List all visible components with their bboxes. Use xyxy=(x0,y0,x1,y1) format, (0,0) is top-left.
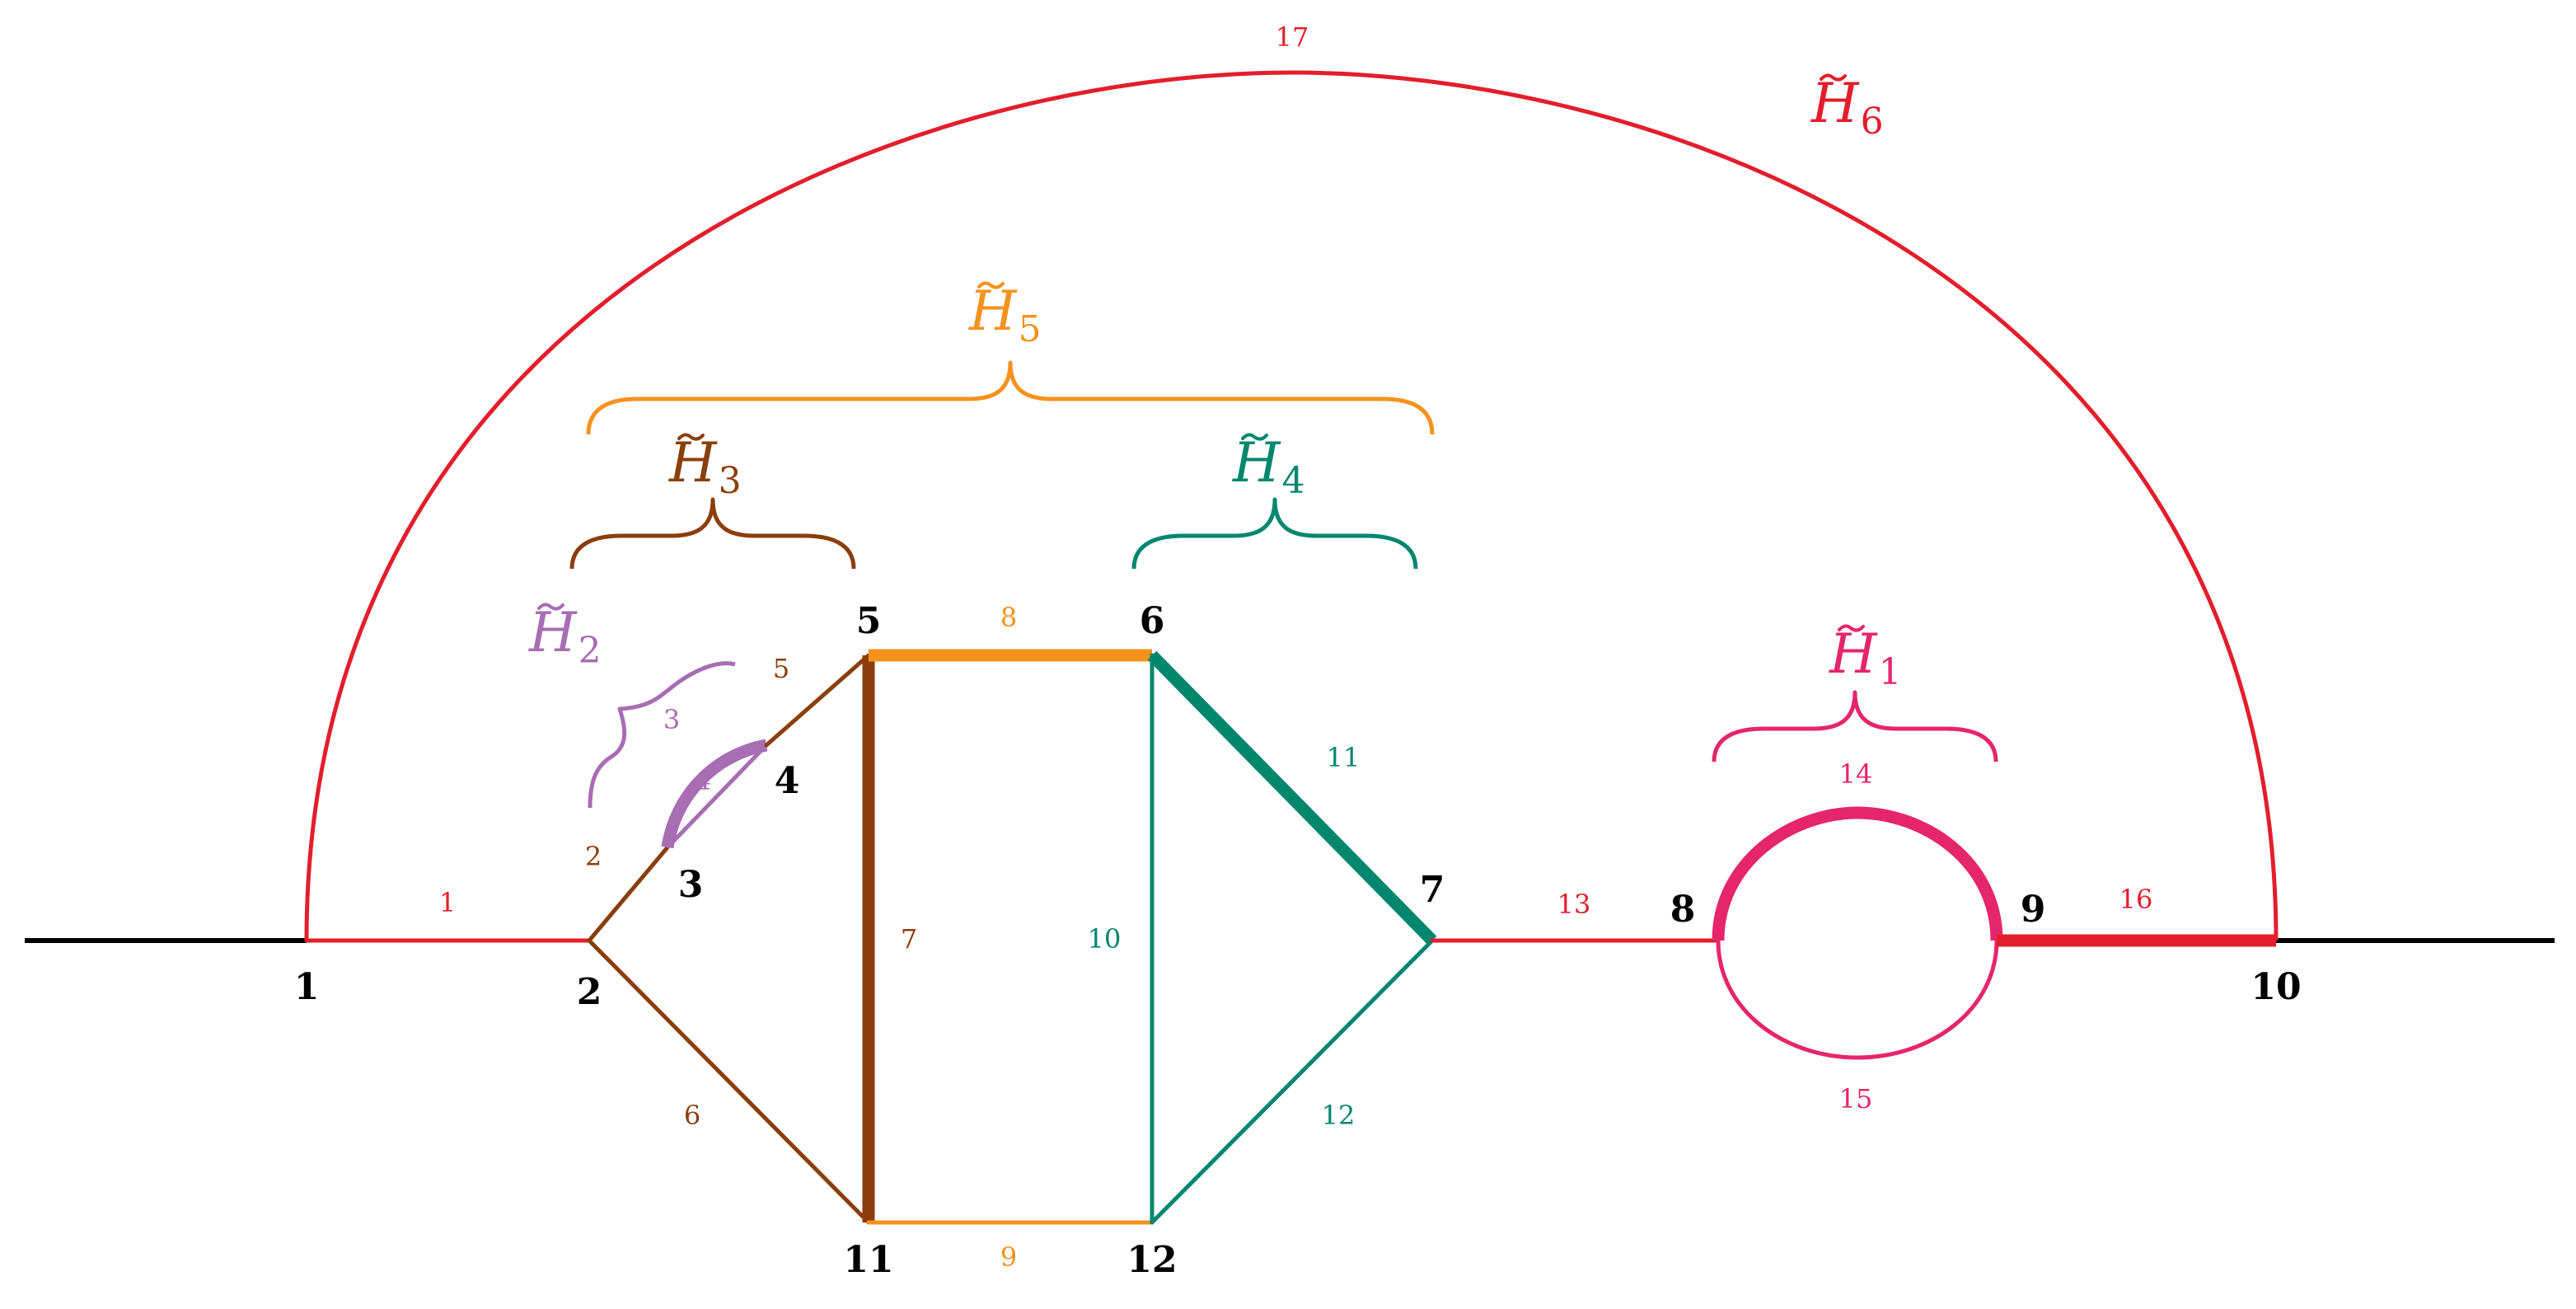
subgraph-label-H5: H5 xyxy=(968,279,1042,350)
vertex-label-6: 6 xyxy=(1140,600,1165,642)
subgraph-label-H2: H2 xyxy=(528,601,602,672)
edge-12 xyxy=(1150,938,1435,1225)
subgraph-label-H1: H1 xyxy=(1829,622,1902,693)
vertex-label-9: 9 xyxy=(2021,889,2046,931)
vertex-label-8: 8 xyxy=(1670,889,1696,931)
vertex-label-3: 3 xyxy=(678,864,704,906)
edge-label-5: 5 xyxy=(773,653,789,684)
vertex-label-1: 1 xyxy=(294,966,320,1008)
subgraph-name-H5: H5 xyxy=(968,279,1042,350)
lines-layer xyxy=(25,70,2555,1225)
edge-label-9: 9 xyxy=(1000,1241,1017,1273)
vertex-label-2: 2 xyxy=(577,971,602,1013)
edge-label-4: 4 xyxy=(695,765,711,796)
brace-H5 xyxy=(586,360,1435,435)
tilde-H5 xyxy=(977,281,1005,289)
brace-H2 xyxy=(588,661,736,809)
tilde-H3 xyxy=(677,433,705,441)
edge-label-1: 1 xyxy=(439,887,456,918)
edge-label-6: 6 xyxy=(684,1100,700,1131)
edge-4 xyxy=(666,744,768,849)
edge-label-15: 15 xyxy=(1839,1083,1873,1114)
vertex-label-7: 7 xyxy=(1420,869,1445,911)
subgraph-label-H6: H6 xyxy=(1810,72,1884,143)
edge-5 xyxy=(764,653,871,748)
tilde-H4 xyxy=(1241,433,1268,441)
edge-label-3: 3 xyxy=(663,704,680,735)
subgraph-name-H1: H1 xyxy=(1829,622,1902,693)
tilde-H1 xyxy=(1838,624,1865,632)
edge-label-16: 16 xyxy=(2119,884,2153,915)
edge-2 xyxy=(587,845,670,943)
edge-label-2: 2 xyxy=(585,841,602,872)
edge-label-7: 7 xyxy=(901,923,917,955)
edge-label-13: 13 xyxy=(1557,889,1591,920)
edge-label-12: 12 xyxy=(1322,1100,1356,1131)
edge-label-11: 11 xyxy=(1327,742,1361,773)
edge-15 xyxy=(1716,940,1999,1060)
vertex-label-4: 4 xyxy=(775,760,800,802)
subgraph-name-H2: H2 xyxy=(528,601,602,672)
edge-label-17: 17 xyxy=(1276,21,1309,53)
vertex-label-12: 12 xyxy=(1126,1239,1177,1281)
subgraph-name-H6: H6 xyxy=(1810,72,1884,143)
vertex-label-11: 11 xyxy=(843,1239,893,1281)
edge-label-8: 8 xyxy=(1000,602,1017,633)
edge-6 xyxy=(587,938,871,1225)
vertex-label-5: 5 xyxy=(856,600,882,642)
subgraph-label-H3: H3 xyxy=(668,431,742,502)
subgraph-name-H4: H4 xyxy=(1232,431,1305,502)
edge-14 xyxy=(1712,806,2003,941)
subgraph-label-H4: H4 xyxy=(1232,431,1305,502)
edge-label-10: 10 xyxy=(1088,923,1122,955)
edge-3 xyxy=(661,739,768,849)
edge-11 xyxy=(1147,650,1437,945)
tilde-H2 xyxy=(537,603,564,611)
brace-H4 xyxy=(1131,497,1418,570)
subgraph-name-H3: H3 xyxy=(668,431,742,502)
tilde-H6 xyxy=(1820,73,1847,82)
vertex-label-10: 10 xyxy=(2250,966,2301,1008)
brace-H1 xyxy=(1712,690,1998,762)
edge-17 xyxy=(304,70,2279,941)
edge-label-14: 14 xyxy=(1839,758,1873,790)
brace-H3 xyxy=(569,497,856,570)
